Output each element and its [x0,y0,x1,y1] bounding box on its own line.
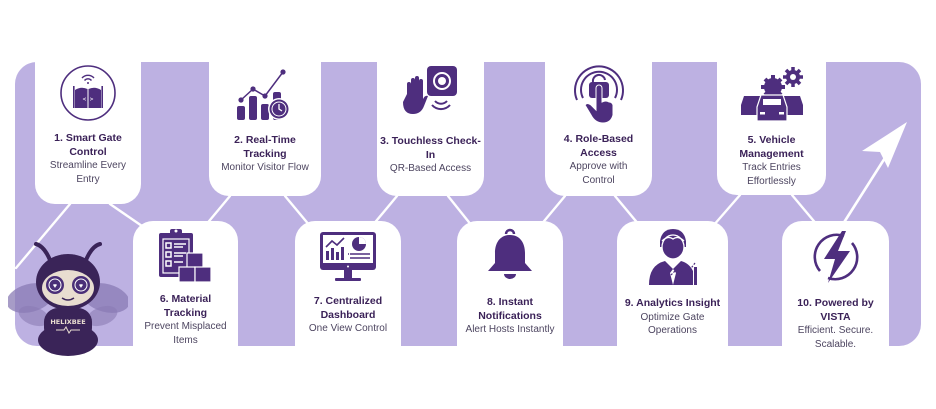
step-subtitle: Alert Hosts Instantly [465,324,555,335]
step-title: 7. Centralized [313,295,383,307]
step-title: In [425,148,436,161]
step-title: 5. Vehicle [747,134,796,146]
step-subtitle: Monitor Visitor Flow [221,162,309,173]
step-title: 8. Instant [486,296,534,308]
chart-clock-icon [237,69,290,120]
step-card-3: 3. Touchless Check- In QR-Based Access [377,55,484,196]
step-subtitle: Optimize Gate [640,311,705,323]
clipboard-boxes-icon [158,229,212,283]
step-subtitle: Efficient. Secure. [797,325,874,336]
arrow-up-right-icon [841,122,907,226]
svg-text:♥: ♥ [53,283,57,290]
step-card-7: 7. Centralized Dashboard One View Contro… [295,221,401,351]
step-title: 6. Material [159,293,212,305]
mascot-label: HELIXBEE [50,318,85,326]
step-card-8: 8. Instant Notifications Alert Hosts Ins… [457,221,563,351]
lightning-bolt-icon [812,231,859,283]
step-subtitle: Prevent Misplaced [144,321,227,332]
step-card-10: 10. Powered by VISTA Efficient. Secure. … [782,221,889,351]
step-card-2: 2. Real-Time Tracking Monitor Visitor Fl… [209,55,321,196]
smart-gate-icon: <|> [60,65,116,121]
step-subtitle: Streamline Every [49,160,127,171]
step-title: Dashboard [320,308,376,321]
step-title: 10. Powered by [797,297,874,309]
step-title: 2. Real-Time [234,134,296,146]
svg-text:♥: ♥ [79,283,83,290]
step-subtitle: Approve with [569,161,628,172]
cars-gears-icon [740,67,803,122]
step-subtitle: Effortlessly [747,175,796,187]
step-title: VISTA [820,310,851,323]
step-title: Notifications [478,309,542,322]
step-subtitle: Track Entries [742,162,801,173]
step-title: 1. Smart Gate [54,132,122,144]
finger-lock-icon [573,65,624,124]
step-title: 3. Touchless Check- [380,135,481,147]
touchless-hand-icon [402,66,457,114]
step-subtitle: Items [173,334,198,346]
step-title: Access [580,146,617,159]
step-subtitle: Scalable. [814,338,857,350]
monitor-dashboard-icon [320,232,376,281]
step-subtitle: Entry [76,173,100,185]
svg-text:<|>: <|> [83,96,94,103]
bee-mascot-icon: ♥ ♥ HELIXBEE [6,242,130,356]
step-title: 4. Role-Based [563,133,634,145]
step-title: Tracking [163,306,208,319]
step-subtitle: Operations [648,325,697,336]
step-title: Management [739,147,804,160]
step-title: Tracking [243,147,287,160]
step-subtitle: Control [582,174,615,186]
analyst-person-icon [648,229,697,285]
step-subtitle: QR-Based Access [389,163,472,174]
step-card-6: 6. Material Tracking Prevent Misplaced I… [133,221,238,351]
bee-mascot: ♥ ♥ HELIXBEE [6,238,130,358]
step-title: 9. Analytics Insight [624,297,721,309]
step-card-5: 5. Vehicle Management Track Entries Effo… [717,55,826,195]
step-card-4: 4. Role-Based Access Approve with Contro… [545,55,652,196]
step-card-1: <|> 1. Smart Gate Control Streamline Eve… [35,55,141,204]
bell-icon [488,228,532,279]
step-subtitle: One View Control [308,323,388,334]
step-card-9: 9. Analytics Insight Optimize Gate Opera… [617,221,728,351]
step-title: Control [69,145,107,158]
